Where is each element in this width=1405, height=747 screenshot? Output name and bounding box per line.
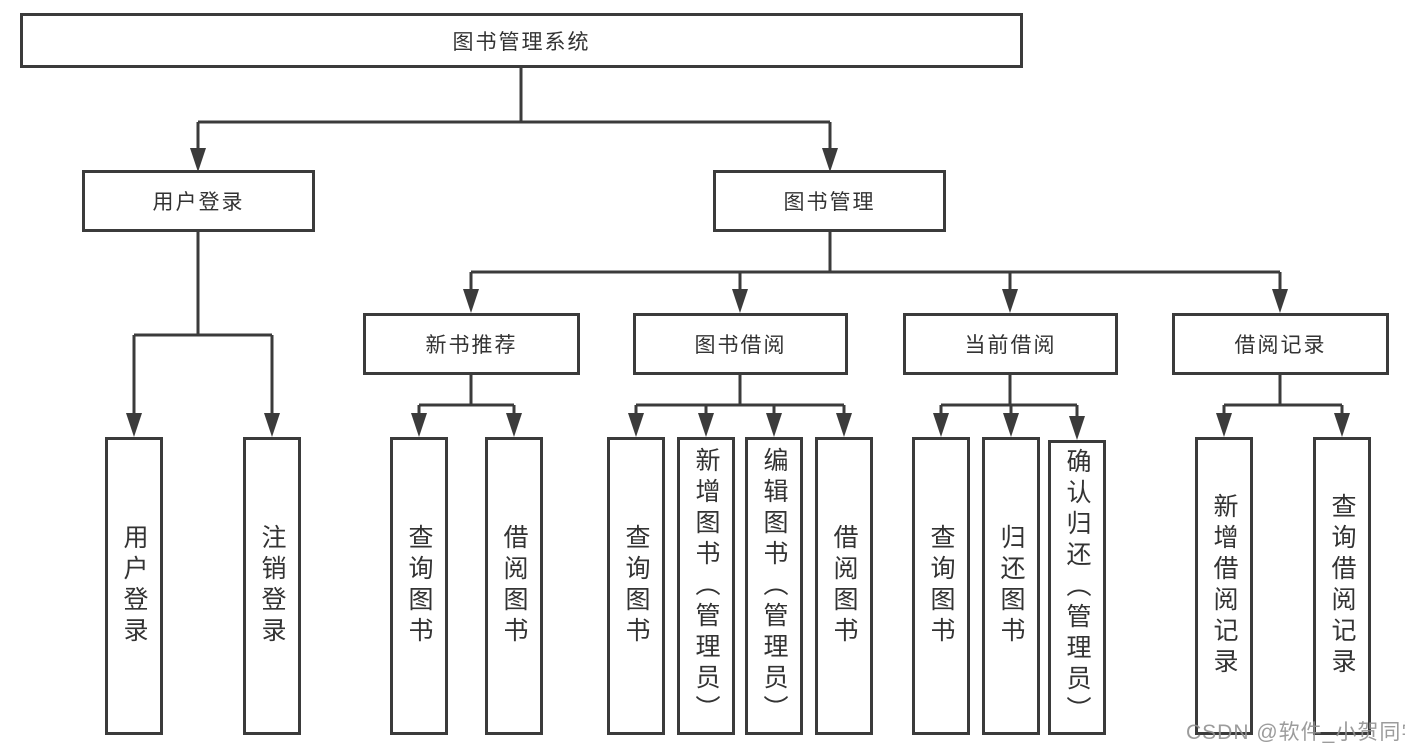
leaf-borrowing-edit-books-admin: 编辑图书（管理员） xyxy=(745,437,803,735)
arrowhead-icon xyxy=(1069,416,1085,440)
node-book-management: 图书管理 xyxy=(713,170,946,232)
csdn-watermark: CSDN @软件_小贺同学 xyxy=(1186,721,1405,744)
arrowhead-icon xyxy=(1334,413,1350,437)
node-book-borrowing: 图书借阅 xyxy=(633,313,848,375)
arrowhead-icon xyxy=(732,289,748,313)
leaf-borrowing-edit-books-admin-label: 编辑图书（管理员） xyxy=(760,446,788,726)
leaf-logout: 注销登录 xyxy=(243,437,301,735)
leaf-records-add-record: 新增借阅记录 xyxy=(1195,437,1253,735)
connector-path xyxy=(132,68,1344,420)
node-new-book-recommendation-label: 新书推荐 xyxy=(425,334,518,357)
arrowhead-icon xyxy=(1272,289,1288,313)
node-user-login: 用户登录 xyxy=(82,170,315,232)
node-library-system: 图书管理系统 xyxy=(20,13,1023,68)
node-user-login-label: 用户登录 xyxy=(152,191,245,214)
arrowhead-icon xyxy=(628,413,644,437)
arrowhead-icon xyxy=(264,413,280,437)
arrowhead-icon xyxy=(1002,289,1018,313)
leaf-borrowing-borrow-books-label: 借阅图书 xyxy=(830,524,858,648)
leaf-borrowing-add-books-admin: 新增图书（管理员） xyxy=(677,437,735,735)
node-current-borrowing: 当前借阅 xyxy=(903,313,1118,375)
leaf-current-return-books-label: 归还图书 xyxy=(997,524,1025,648)
arrowhead-icon xyxy=(766,413,782,437)
leaf-borrowing-borrow-books: 借阅图书 xyxy=(815,437,873,735)
arrowhead-icon xyxy=(126,413,142,437)
leaf-borrowing-add-books-admin-label: 新增图书（管理员） xyxy=(692,446,720,726)
arrowhead-icon xyxy=(1216,413,1232,437)
leaf-newbooks-borrow-books-label: 借阅图书 xyxy=(500,524,528,648)
node-current-borrowing-label: 当前借阅 xyxy=(964,334,1057,357)
leaf-newbooks-query-books-label: 查询图书 xyxy=(405,524,433,648)
node-library-system-label: 图书管理系统 xyxy=(452,30,591,54)
leaf-records-query-record-label: 查询借阅记录 xyxy=(1328,493,1356,679)
arrowhead-icon xyxy=(411,413,427,437)
node-new-book-recommendation: 新书推荐 xyxy=(363,313,580,375)
leaf-user-login: 用户登录 xyxy=(105,437,163,735)
leaf-newbooks-query-books: 查询图书 xyxy=(390,437,448,735)
node-book-management-label: 图书管理 xyxy=(783,191,876,214)
arrowhead-icon xyxy=(822,148,838,172)
leaf-newbooks-borrow-books: 借阅图书 xyxy=(485,437,543,735)
leaf-borrowing-query-books-label: 查询图书 xyxy=(622,524,650,648)
leaf-borrowing-query-books: 查询图书 xyxy=(607,437,665,735)
leaf-records-query-record: 查询借阅记录 xyxy=(1313,437,1371,735)
leaf-logout-label: 注销登录 xyxy=(258,524,286,648)
arrowhead-icon xyxy=(506,413,522,437)
arrowhead-icon xyxy=(463,289,479,313)
arrowhead-icon xyxy=(933,413,949,437)
leaf-current-query-books-label: 查询图书 xyxy=(927,524,955,648)
arrowhead-icon xyxy=(698,413,714,437)
arrowhead-icon xyxy=(190,148,206,172)
node-borrowing-records-label: 借阅记录 xyxy=(1234,334,1327,357)
leaf-user-login-label: 用户登录 xyxy=(120,524,148,648)
node-borrowing-records: 借阅记录 xyxy=(1172,313,1389,375)
leaf-current-query-books: 查询图书 xyxy=(912,437,970,735)
leaf-current-confirm-return-admin-label: 确认归还（管理员） xyxy=(1063,448,1091,727)
leaf-current-confirm-return-admin: 确认归还（管理员） xyxy=(1048,440,1106,735)
leaf-records-add-record-label: 新增借阅记录 xyxy=(1210,493,1238,679)
arrowhead-icon xyxy=(836,413,852,437)
arrowhead-icon xyxy=(1003,413,1019,437)
node-book-borrowing-label: 图书借阅 xyxy=(694,334,787,357)
leaf-current-return-books: 归还图书 xyxy=(982,437,1040,735)
